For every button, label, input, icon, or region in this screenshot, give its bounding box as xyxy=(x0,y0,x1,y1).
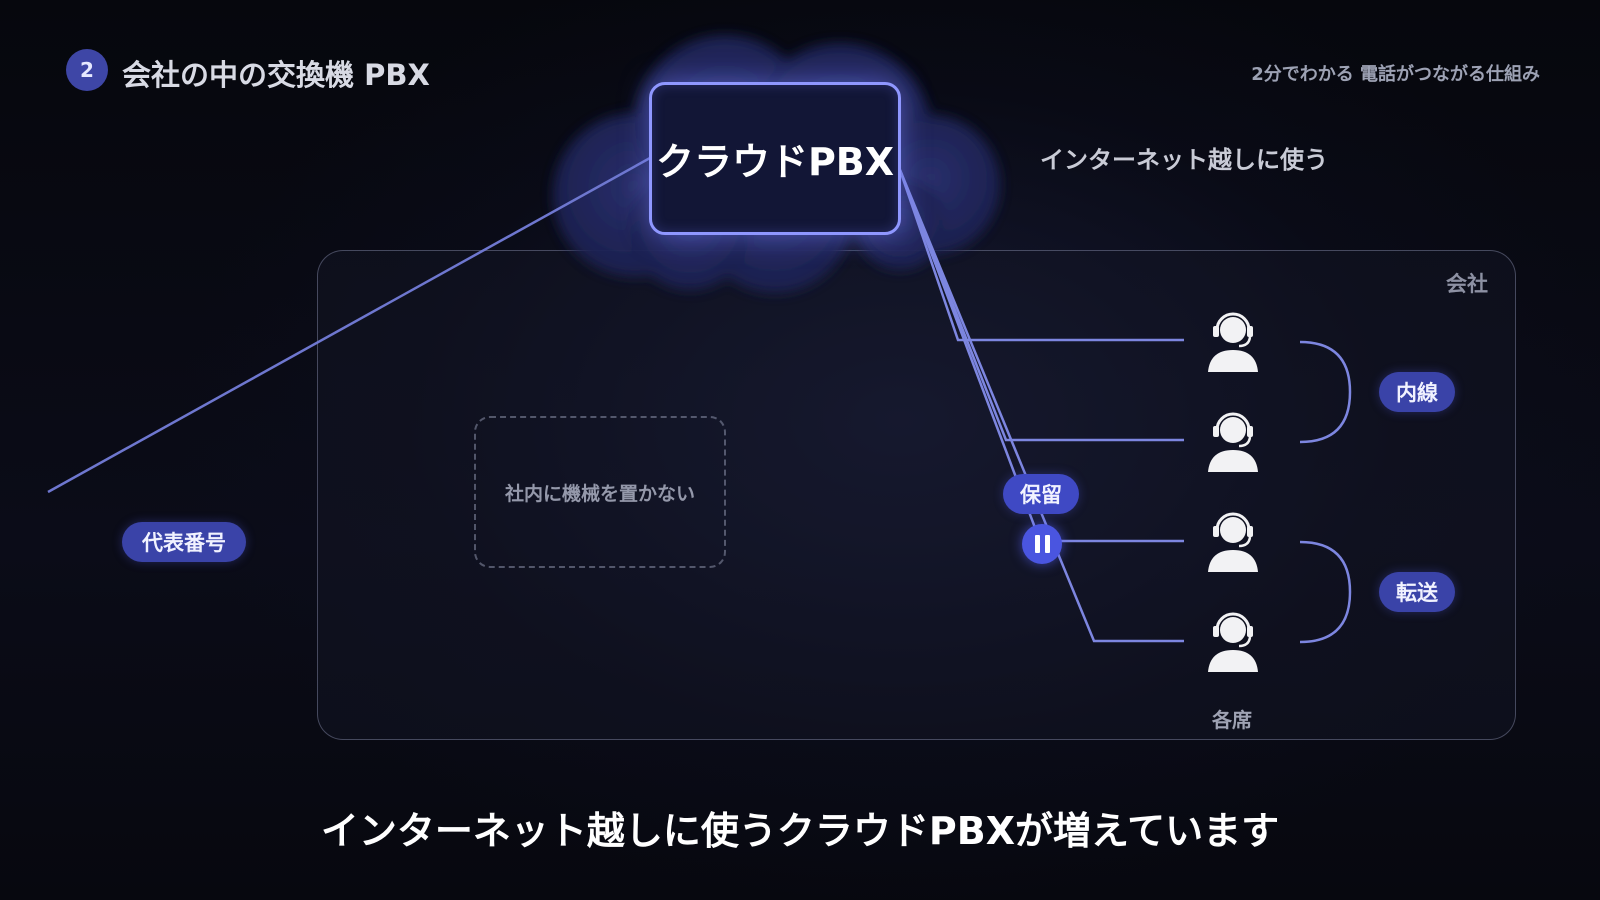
hold-pill: 保留 xyxy=(1003,474,1079,514)
main-number-pill: 代表番号 xyxy=(122,522,246,562)
transfer-pill: 転送 xyxy=(1379,572,1455,612)
seat-line-4 xyxy=(898,169,1184,643)
caption: インターネット越しに使うクラウドPBXが増えています xyxy=(320,809,1280,853)
main-number-line xyxy=(47,156,651,494)
no-machine-box: 社内に機械を置かない xyxy=(474,416,726,568)
headset-person-icon xyxy=(1203,606,1263,674)
cloud-pbx-box: クラウドPBX xyxy=(649,82,901,235)
extension-bracket xyxy=(1299,340,1352,444)
step-number-badge: 2 xyxy=(66,49,108,91)
seat-line-2 xyxy=(898,169,1184,442)
headset-person-icon xyxy=(1203,506,1263,574)
headset-person-icon xyxy=(1203,406,1263,474)
internet-note: インターネット越しに使う xyxy=(1040,146,1328,174)
seat-line-1 xyxy=(898,169,1184,342)
series-title: 2分でわかる 電話がつながる仕組み xyxy=(1251,64,1540,85)
page-title: 会社の中の交換機 PBX xyxy=(122,58,430,92)
pause-icon xyxy=(1022,524,1062,564)
cloud-pbx-label: クラウドPBX xyxy=(655,140,895,184)
seats-label: 各席 xyxy=(1212,708,1252,732)
headset-person-icon xyxy=(1203,306,1263,374)
no-machine-note: 社内に機械を置かない xyxy=(504,482,695,505)
extension-pill: 内線 xyxy=(1379,372,1455,412)
company-label: 会社 xyxy=(1446,272,1488,296)
transfer-bracket xyxy=(1299,540,1352,644)
